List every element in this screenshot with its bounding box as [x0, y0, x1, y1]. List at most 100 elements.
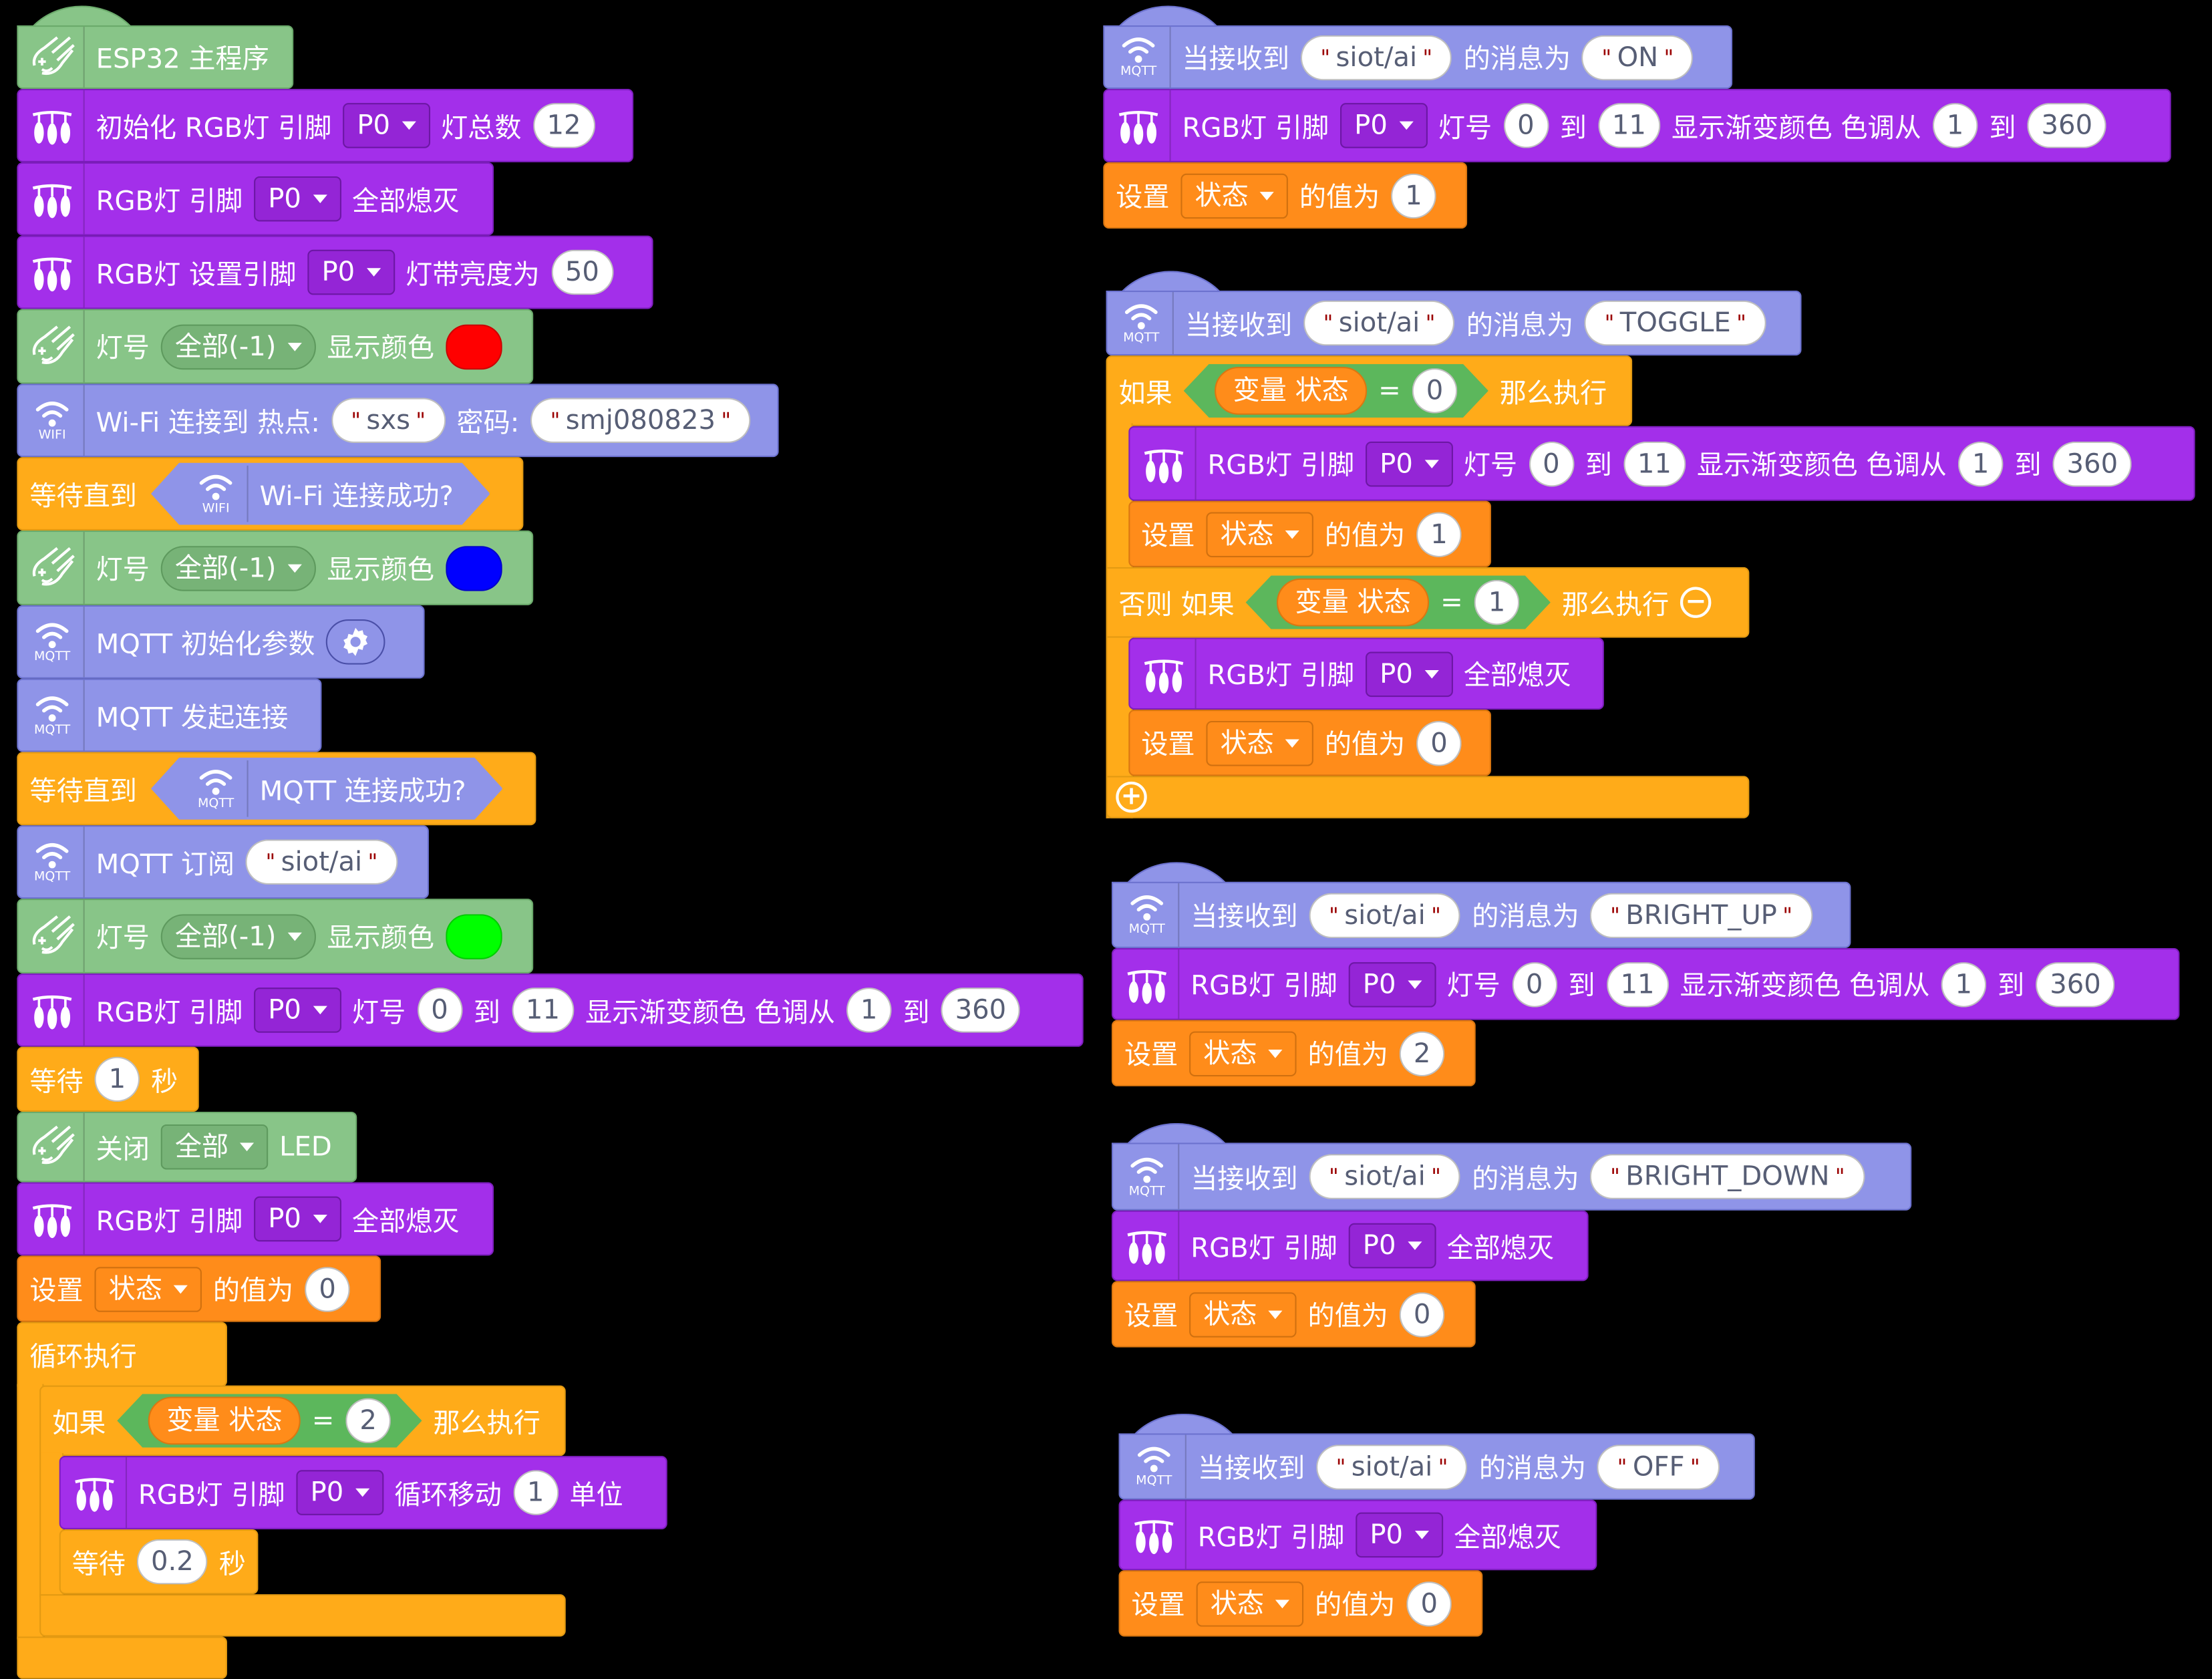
topic-input[interactable]: "siot/ai" [246, 839, 398, 885]
set-state-block[interactable]: 设置 状态 的值为 1 [1103, 162, 1468, 229]
settings-button[interactable] [326, 619, 386, 665]
set-state-block[interactable]: 设置 状态 的值为 0 [1128, 710, 1491, 776]
wifi-connect-block[interactable]: WIFI Wi-Fi 连接到 热点: "sxs" 密码: "smj080823" [17, 384, 779, 458]
mqtt-connect-block[interactable]: MQTT MQTT 发起连接 [17, 678, 322, 752]
pin-dropdown[interactable]: P0 [254, 176, 341, 222]
variable-dropdown[interactable]: 状态 [1206, 511, 1313, 557]
password-input[interactable]: "smj080823" [530, 398, 751, 444]
rgb-all-off-block[interactable]: RGB灯 引脚 P0 全部熄灭 [1118, 1499, 1597, 1571]
set-state-block[interactable]: 设置 状态 的值为 1 [1128, 500, 1491, 567]
hue-to-input[interactable]: 360 [2052, 440, 2132, 486]
hue-to-input[interactable]: 360 [2027, 103, 2107, 148]
pin-dropdown[interactable]: P0 [1348, 1223, 1436, 1269]
count-input[interactable]: 12 [532, 103, 595, 148]
shift-amount-input[interactable]: 1 [512, 1470, 559, 1515]
wait-until-mqtt-block[interactable]: 等待直到 MQTT MQTT 连接成功? [17, 752, 536, 826]
hue-from-input[interactable]: 1 [1932, 103, 1978, 148]
plus-circle-icon[interactable]: + [1116, 781, 1147, 813]
set-state-block[interactable]: 设置 状态 的值为 0 [17, 1255, 381, 1322]
from-led-input[interactable]: 0 [1511, 961, 1557, 1007]
seconds-input[interactable]: 1 [94, 1056, 140, 1102]
led-index-dropdown[interactable]: 全部(-1) [160, 545, 316, 591]
to-led-input[interactable]: 11 [1623, 440, 1686, 486]
message-input[interactable]: "TOGGLE" [1585, 300, 1766, 346]
hue-from-input[interactable]: 1 [1957, 440, 2004, 486]
led-index-dropdown[interactable]: 全部(-1) [160, 913, 316, 959]
from-led-input[interactable]: 0 [1529, 440, 1574, 486]
variable-dropdown[interactable]: 状态 [1189, 1291, 1297, 1337]
variable-reporter[interactable]: 变量 状态 [1215, 367, 1367, 415]
set-state-block[interactable]: 设置 状态 的值为 0 [1111, 1281, 1476, 1348]
hue-to-input[interactable]: 360 [941, 987, 1021, 1033]
led-color-green-block[interactable]: 灯号 全部(-1) 显示颜色 [17, 899, 534, 974]
mqtt-connected-condition[interactable]: MQTT MQTT 连接成功? [151, 758, 503, 820]
compare-value-input[interactable]: 2 [345, 1398, 391, 1444]
value-input[interactable]: 2 [1399, 1030, 1445, 1076]
pin-dropdown[interactable]: P0 [1356, 1512, 1443, 1558]
init-rgb-block[interactable]: 初始化 RGB灯 引脚 P0 灯总数 12 [17, 89, 634, 162]
pin-dropdown[interactable]: P0 [1366, 651, 1452, 697]
mqtt-receive-hat-on[interactable]: MQTT 当接收到 "siot/ai" 的消息为 "ON" [1103, 25, 1733, 90]
mqtt-receive-hat-bright-down[interactable]: MQTT 当接收到 "siot/ai" 的消息为 "BRIGHT_DOWN" [1111, 1142, 1912, 1211]
compare-value-input[interactable]: 0 [1412, 368, 1458, 414]
rgb-brightness-block[interactable]: RGB灯 设置引脚 P0 灯带亮度为 50 [17, 235, 653, 309]
wait-1s-block[interactable]: 等待 1 秒 [17, 1046, 199, 1112]
from-led-input[interactable]: 0 [417, 987, 462, 1033]
led-color-blue-block[interactable]: 灯号 全部(-1) 显示颜色 [17, 530, 534, 605]
forever-loop-block[interactable]: 循环执行 [17, 1322, 227, 1387]
rgb-gradient-block[interactable]: RGB灯 引脚 P0 灯号 0 到 11 显示渐变颜色 色调从 1 到 360 [17, 973, 1084, 1047]
rgb-gradient-block[interactable]: RGB灯 引脚 P0 灯号 0 到 11 显示渐变颜色 色调从 1 到 360 [1128, 426, 2195, 501]
topic-input[interactable]: "siot/ai" [1309, 892, 1461, 938]
led-index-dropdown[interactable]: 全部(-1) [160, 323, 316, 369]
pin-dropdown[interactable]: P0 [254, 1196, 341, 1242]
rgb-all-off-block[interactable]: RGB灯 引脚 P0 全部熄灭 [17, 162, 494, 236]
topic-input[interactable]: "siot/ai" [1309, 1154, 1461, 1199]
message-input[interactable]: "ON" [1581, 34, 1694, 80]
else-if-row[interactable]: 否则 如果 变量 状态 = 1 那么执行 − [1106, 567, 1750, 638]
color-picker-red[interactable] [445, 323, 502, 369]
rgb-all-off-block[interactable]: RGB灯 引脚 P0 全部熄灭 [17, 1182, 494, 1256]
pin-dropdown[interactable]: P0 [307, 249, 395, 295]
value-input[interactable]: 1 [1416, 511, 1462, 557]
equals-condition[interactable]: 变量 状态 = 1 [1246, 576, 1551, 629]
pin-dropdown[interactable]: P0 [254, 987, 341, 1033]
rgb-gradient-block[interactable]: RGB灯 引脚 P0 灯号 0 到 11 显示渐变颜色 色调从 1 到 360 [1111, 947, 2180, 1020]
mqtt-init-block[interactable]: MQTT MQTT 初始化参数 [17, 605, 425, 679]
to-led-input[interactable]: 11 [1597, 103, 1661, 148]
message-input[interactable]: "BRIGHT_UP" [1590, 892, 1812, 938]
equals-condition[interactable]: 变量 状态 = 2 [117, 1394, 422, 1447]
hue-from-input[interactable]: 1 [846, 987, 892, 1033]
brightness-input[interactable]: 50 [550, 249, 614, 295]
pin-dropdown[interactable]: P0 [296, 1470, 383, 1515]
variable-dropdown[interactable]: 状态 [1189, 1030, 1297, 1076]
variable-reporter[interactable]: 变量 状态 [148, 1396, 301, 1444]
to-led-input[interactable]: 11 [1606, 961, 1669, 1007]
esp32-main-hat-block[interactable]: ESP32 主程序 [17, 25, 294, 90]
topic-input[interactable]: "siot/ai" [1316, 1444, 1468, 1489]
topic-input[interactable]: "siot/ai" [1303, 300, 1455, 346]
equals-condition[interactable]: 变量 状态 = 0 [1184, 364, 1488, 418]
color-picker-green[interactable] [445, 913, 502, 959]
if-block[interactable]: 如果 变量 状态 = 2 那么执行 [39, 1385, 566, 1457]
compare-value-input[interactable]: 1 [1474, 580, 1520, 625]
variable-dropdown[interactable]: 状态 [94, 1266, 202, 1312]
mqtt-receive-hat-toggle[interactable]: MQTT 当接收到 "siot/ai" 的消息为 "TOGGLE" [1106, 290, 1802, 356]
value-input[interactable]: 0 [1416, 720, 1462, 766]
topic-input[interactable]: "siot/ai" [1300, 34, 1452, 80]
hue-from-input[interactable]: 1 [1941, 961, 1987, 1007]
led-color-red-block[interactable]: 灯号 全部(-1) 显示颜色 [17, 309, 534, 384]
value-input[interactable]: 1 [1391, 172, 1436, 218]
ssid-input[interactable]: "sxs" [331, 398, 446, 444]
mqtt-receive-hat-bright-up[interactable]: MQTT 当接收到 "siot/ai" 的消息为 "BRIGHT_UP" [1111, 881, 1851, 948]
mqtt-receive-hat-off[interactable]: MQTT 当接收到 "siot/ai" 的消息为 "OFF" [1118, 1433, 1755, 1500]
wait-until-wifi-block[interactable]: 等待直到 WIFI Wi-Fi 连接成功? [17, 457, 524, 530]
rgb-all-off-block[interactable]: RGB灯 引脚 P0 全部熄灭 [1128, 637, 1604, 710]
variable-dropdown[interactable]: 状态 [1206, 720, 1313, 766]
value-input[interactable]: 0 [1399, 1291, 1445, 1337]
wait-02s-block[interactable]: 等待 0.2 秒 [59, 1529, 259, 1595]
wifi-connected-condition[interactable]: WIFI Wi-Fi 连接成功? [151, 463, 490, 525]
variable-reporter[interactable]: 变量 状态 [1277, 579, 1429, 627]
pin-dropdown[interactable]: P0 [1340, 103, 1427, 148]
message-input[interactable]: "OFF" [1597, 1444, 1720, 1489]
rgb-gradient-block[interactable]: RGB灯 引脚 P0 灯号 0 到 11 显示渐变颜色 色调从 1 到 360 [1103, 89, 2171, 162]
